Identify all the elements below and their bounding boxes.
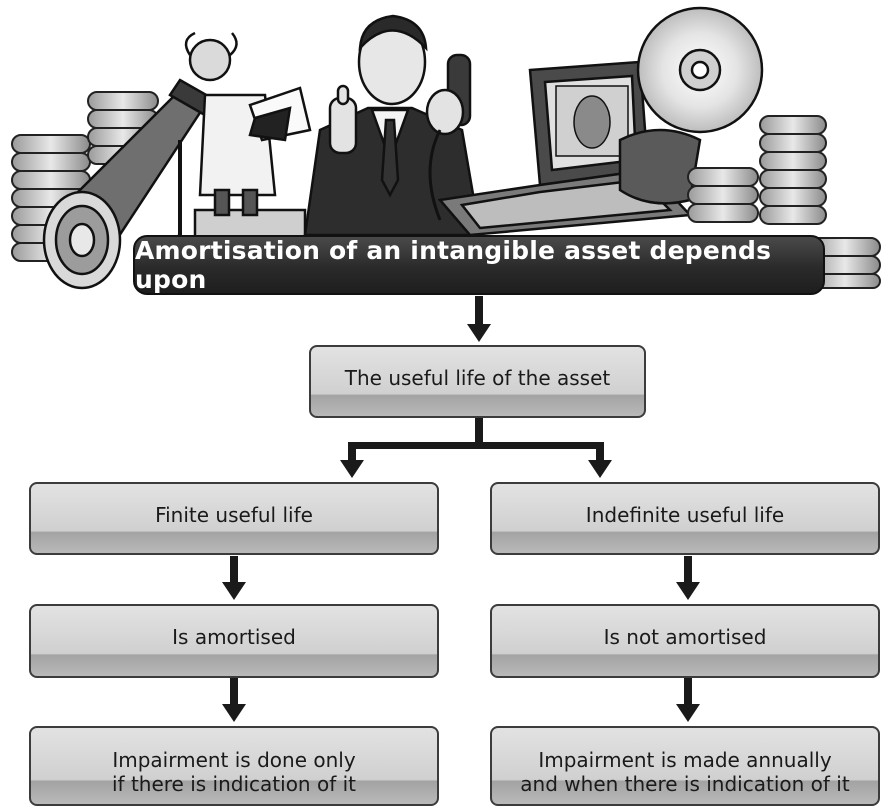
telescope-icon <box>42 78 217 290</box>
connector-line <box>684 556 692 584</box>
arrow-head-icon <box>222 582 246 600</box>
finite-life-label: Finite useful life <box>155 502 313 527</box>
connector-line <box>684 678 692 706</box>
finite-impairment-line-2: if there is indication of it <box>112 772 356 796</box>
indefinite-life-box: Indefinite useful life <box>490 482 880 555</box>
arrow-head-icon <box>588 460 612 478</box>
connector-line <box>230 678 238 706</box>
amortised-box: Is amortised <box>29 604 439 678</box>
arrow-head-icon <box>676 582 700 600</box>
compact-disc-icon <box>618 6 764 205</box>
arrow-head-icon <box>467 324 491 342</box>
indefinite-impairment-label: Impairment is made annually and when the… <box>520 748 849 796</box>
diagram-title-banner: Amortisation of an intangible asset depe… <box>133 235 825 295</box>
finite-life-box: Finite useful life <box>29 482 439 555</box>
not-amortised-box: Is not amortised <box>490 604 880 678</box>
indefinite-impairment-line-2: and when there is indication of it <box>520 772 850 796</box>
coin-stack-icon <box>687 115 881 289</box>
connector-line <box>348 442 356 462</box>
indefinite-impairment-line-1: Impairment is made annually <box>538 748 832 772</box>
finite-impairment-box: Impairment is done only if there is indi… <box>29 726 439 806</box>
arrow-head-icon <box>676 704 700 722</box>
connector-line <box>348 442 604 449</box>
indefinite-life-label: Indefinite useful life <box>585 502 785 527</box>
header-illustration <box>11 6 881 290</box>
finite-impairment-label: Impairment is done only if there is indi… <box>112 748 356 796</box>
useful-life-label: The useful life of the asset <box>344 365 611 390</box>
indefinite-impairment-box: Impairment is made annually and when the… <box>490 726 880 806</box>
connector-line <box>475 296 483 326</box>
connector-line <box>475 418 483 446</box>
scientist-icon <box>184 31 312 242</box>
not-amortised-label: Is not amortised <box>603 625 767 649</box>
connector-line <box>596 442 604 462</box>
connector-line <box>230 556 238 584</box>
useful-life-box: The useful life of the asset <box>309 345 646 418</box>
diagram-title: Amortisation of an intangible asset depe… <box>135 236 772 294</box>
amortised-label: Is amortised <box>172 625 296 649</box>
finite-impairment-line-1: Impairment is done only <box>112 748 356 772</box>
banknote-icon <box>555 85 629 157</box>
arrow-head-icon <box>222 704 246 722</box>
arrow-head-icon <box>340 460 364 478</box>
businessman-on-phone-icon <box>303 14 482 237</box>
